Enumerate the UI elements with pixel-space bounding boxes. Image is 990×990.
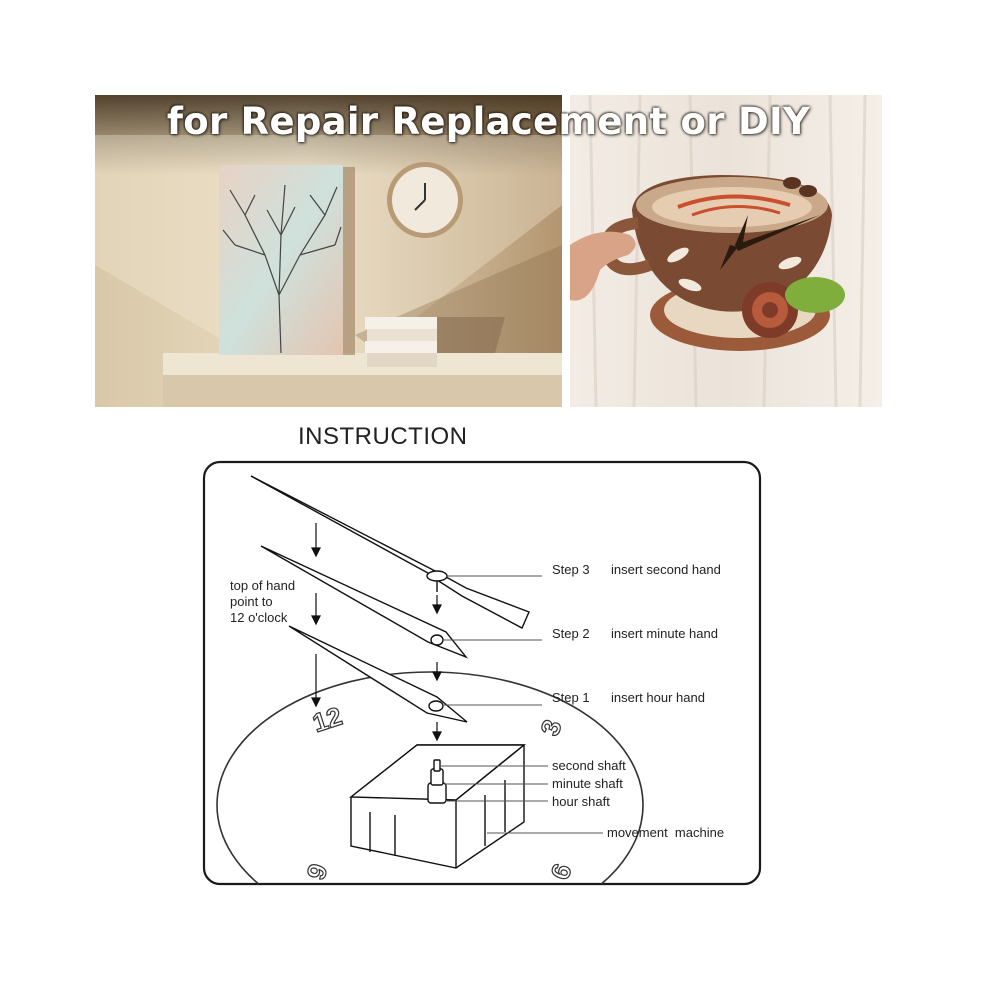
movement-machine [349,744,526,869]
second-hand [250,475,530,629]
second-shaft-label: second shaft [552,758,626,773]
step-1-text: insert hour hand [611,690,705,705]
step-2-number: Step 2 [552,626,590,641]
instruction-title: INSTRUCTION [298,423,468,450]
movement-machine-label: movement machine [607,825,724,840]
note-line-2: point to [230,594,273,609]
note-line-1: top of hand [230,578,295,593]
clock-dial [216,671,644,884]
note-line-3: 12 o'clock [230,610,288,625]
step-1-number: Step 1 [552,690,590,705]
coffee-cup-clock-photo [570,95,882,407]
minute-hand [260,545,469,659]
banner-title: for Repair Replacement or DIY [166,100,811,143]
minute-shaft-label: minute shaft [552,776,623,791]
hour-hand [288,625,468,723]
diagram-frame [202,460,762,886]
step-3-number: Step 3 [552,562,590,577]
shelf-scene-photo [95,95,562,407]
step-3-text: insert second hand [611,562,721,577]
hour-shaft-label: hour shaft [552,794,610,809]
step-2-text: insert minute hand [611,626,718,641]
